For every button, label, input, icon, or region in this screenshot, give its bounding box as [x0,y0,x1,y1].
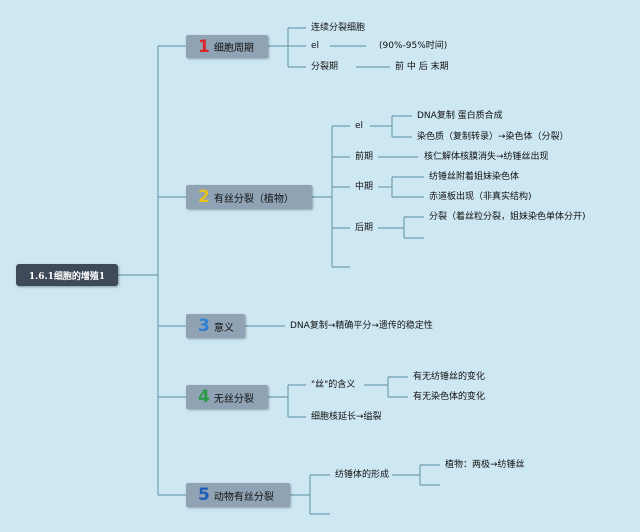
topic-interphase[interactable]: el [311,41,320,51]
topic-nucleus-elongation[interactable]: 细胞核延长→缢裂 [311,412,382,422]
branch-cell-cycle[interactable]: 1 细胞周期 [186,35,268,58]
topic-prophase[interactable]: 前期 [355,152,374,162]
topic-continuous-division[interactable]: 连续分裂细胞 [311,23,366,33]
topic-plant-spindle[interactable]: 植物：两极→纺锤丝 [445,460,525,470]
branch-number: 3 [198,316,210,336]
root-topic-label: 1.6.1细胞的增殖1 [28,271,106,282]
branch-label: 无丝分裂 [213,393,254,405]
branch-number: 4 [198,387,210,407]
branch-label: 有丝分裂（植物） [213,193,294,205]
topic-chromosome-change[interactable]: 有无染色体的变化 [413,392,486,402]
branch-label: 意义 [213,322,234,334]
topic-anaphase-detail[interactable]: 分裂（着丝粒分裂，姐妹染色单体分开) [429,212,586,222]
topic-spindle-change[interactable]: 有无纺锤丝的变化 [413,372,486,382]
topic-chromatin[interactable]: 染色质（复制转录）→染色体（分裂） [417,132,569,142]
topic-anaphase[interactable]: 后期 [355,223,374,233]
branch-label: 细胞周期 [213,43,254,54]
topic-interphase-time[interactable]: (90%-95%时间) [379,41,448,51]
topic-metaphase-plate[interactable]: 赤道板出现（非真实结构) [429,192,532,202]
branch-animal-mitosis[interactable]: 5 动物有丝分裂 [186,483,290,507]
topic-significance-detail[interactable]: DNA复制→精确平分→遗传的稳定性 [290,321,433,331]
topic-interphase[interactable]: el [355,121,364,131]
topic-metaphase[interactable]: 中期 [355,182,374,192]
topic-metaphase-spindle[interactable]: 纺锤丝附着姐妹染色体 [429,172,520,182]
branch-number: 1 [198,36,210,57]
topic-spindle-formation[interactable]: 纺锤体的形成 [335,470,390,480]
root-topic[interactable]: 1.6.1细胞的增殖1 [16,264,118,286]
topic-meaning-of-si[interactable]: "丝"的含义 [311,380,356,390]
branch-significance[interactable]: 3 意义 [186,314,245,338]
topic-division-phase[interactable]: 分裂期 [311,62,339,72]
branch-number: 5 [198,485,210,505]
branch-amitosis[interactable]: 4 无丝分裂 [186,385,268,409]
topic-dna-replication[interactable]: DNA复制 蛋白质合成 [417,111,503,121]
branch-label: 动物有丝分裂 [213,491,274,503]
topic-prophase-detail[interactable]: 核仁解体核膜消失→纺锤丝出现 [424,152,549,162]
topic-phases[interactable]: 前 中 后 末期 [395,62,449,72]
branch-mitosis-plant[interactable]: 2 有丝分裂（植物） [186,185,312,209]
branch-number: 2 [198,187,210,207]
